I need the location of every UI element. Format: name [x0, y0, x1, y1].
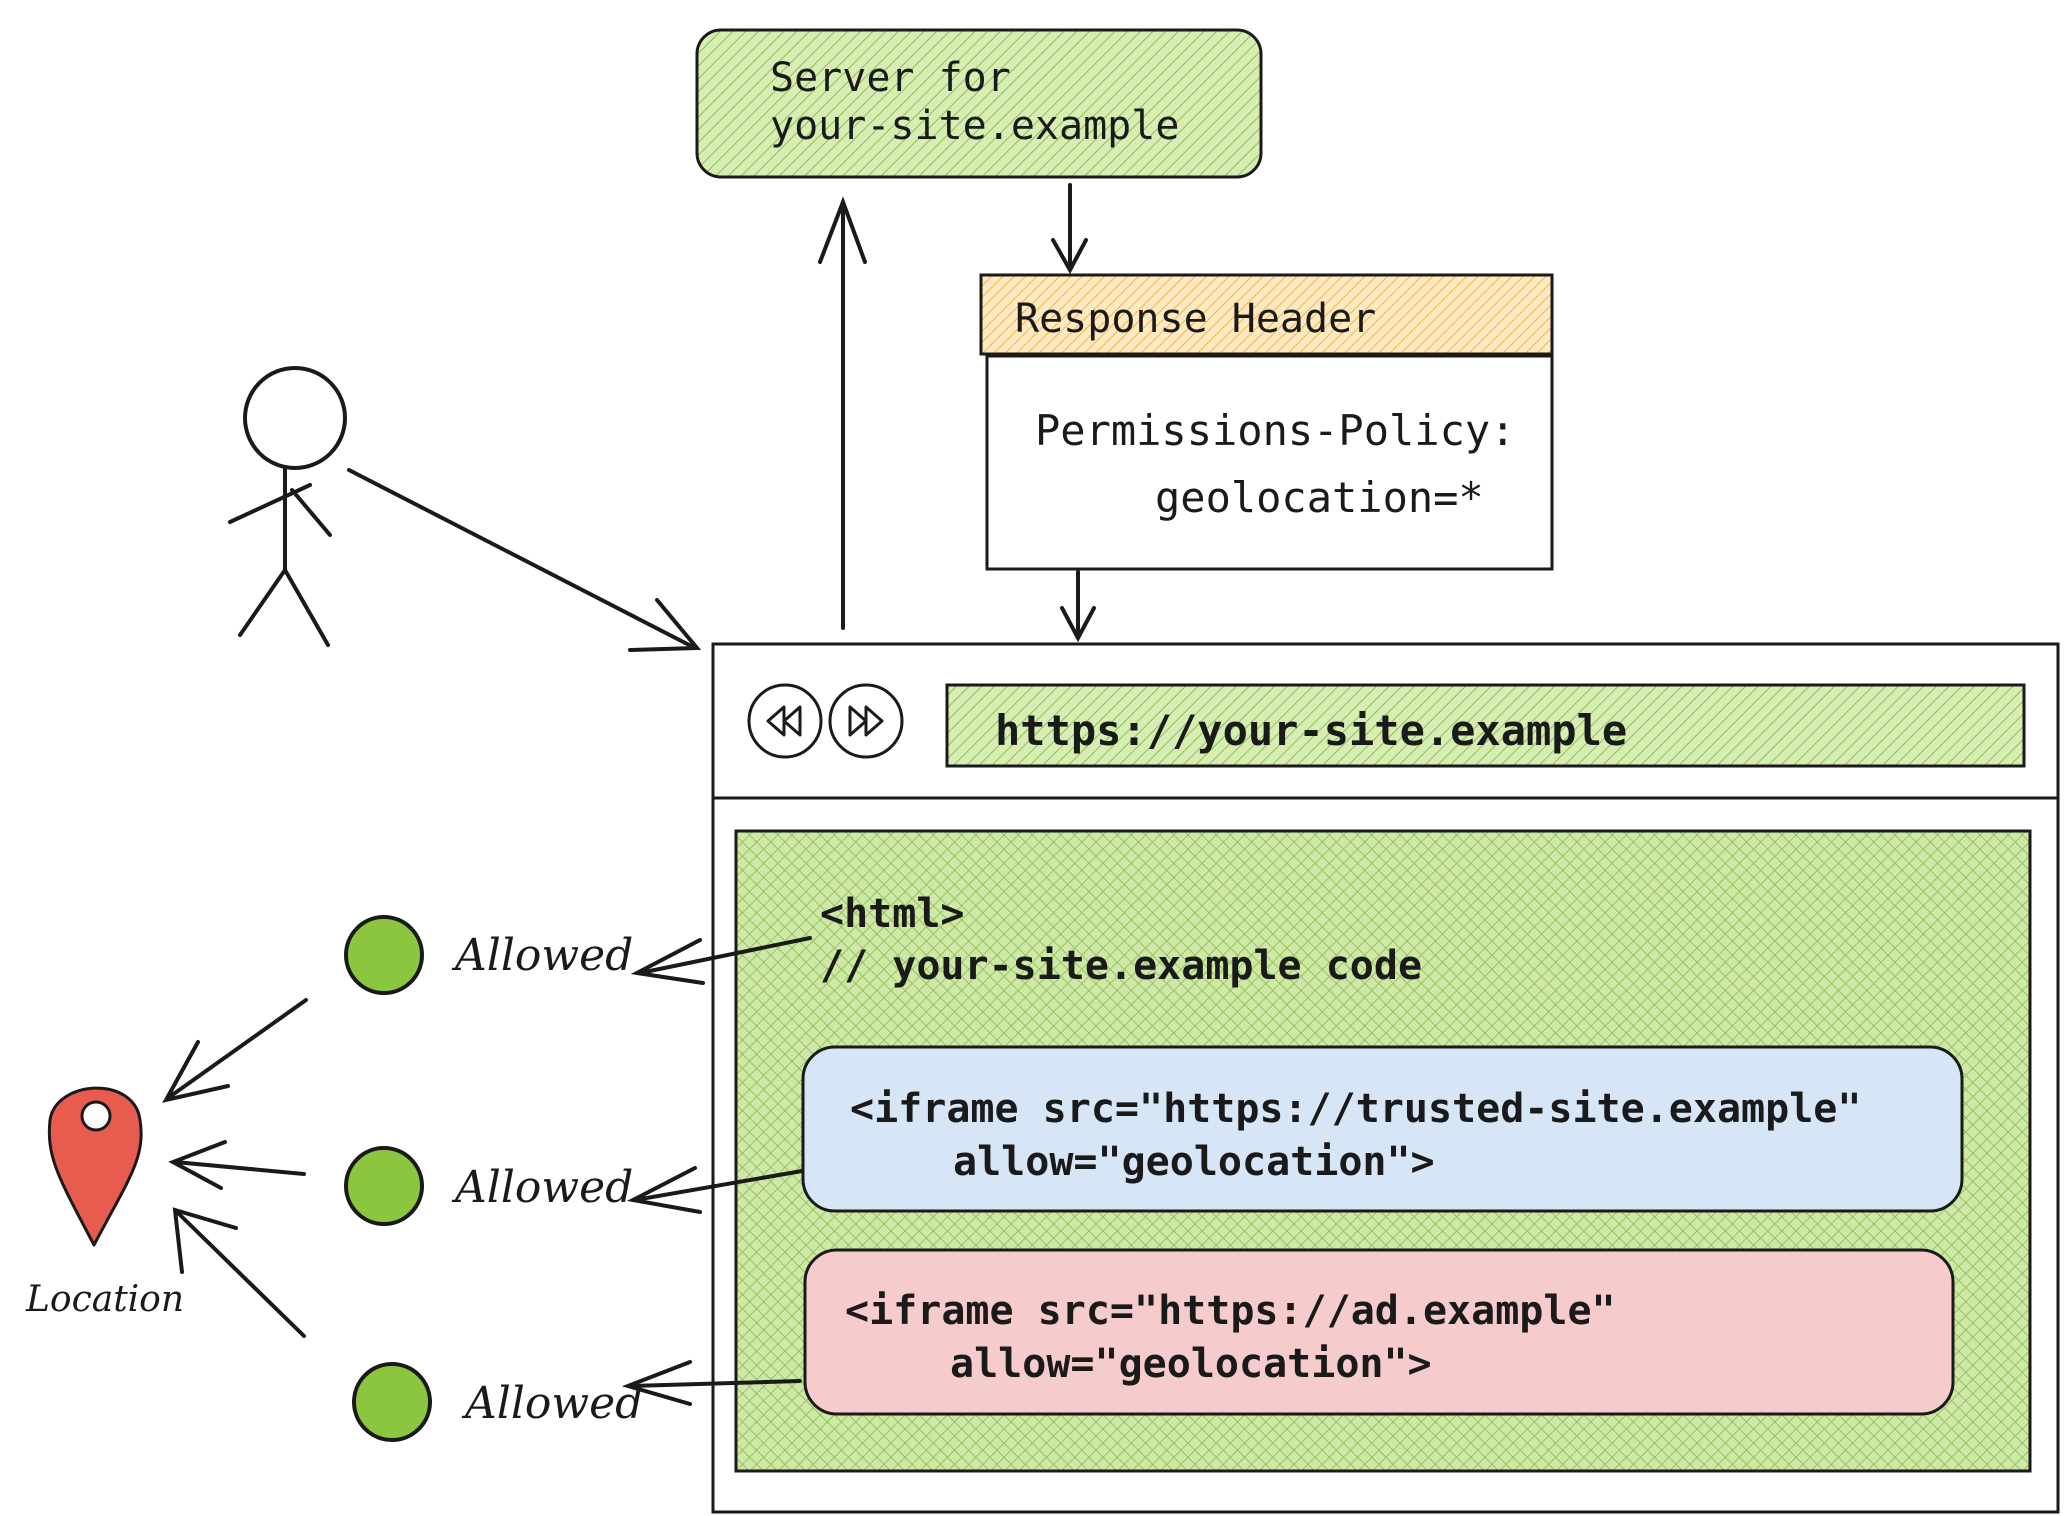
- location-pin-icon: [47, 1086, 143, 1247]
- status-dot-1-icon: [344, 915, 424, 995]
- code-html-tag: <html>: [820, 891, 965, 937]
- arrow-header-to-browser: [1060, 570, 1096, 643]
- iframe-trusted-line-1: <iframe src="https://trusted-site.exampl…: [850, 1086, 1862, 1132]
- response-header-policy-name: Permissions-Policy:: [1035, 406, 1516, 455]
- back-button[interactable]: [747, 683, 823, 759]
- arrow-status-3-to-location: [172, 1207, 306, 1338]
- arrow-trusted-to-status-2: [626, 1166, 804, 1214]
- arrow-server-to-header: [1051, 183, 1088, 275]
- arrow-status-2-to-location: [168, 1140, 306, 1190]
- iframe-ad-box: [803, 1248, 1955, 1416]
- code-comment: // your-site.example code: [820, 943, 1423, 989]
- arrow-user-to-browser: [347, 468, 702, 652]
- iframe-trusted-box: [801, 1045, 1964, 1213]
- response-header-title-bar: [979, 273, 1554, 356]
- arrow-html-to-status-1: [630, 936, 812, 985]
- location-label: Location: [26, 1279, 185, 1320]
- status-label-3: Allowed: [465, 1378, 644, 1429]
- response-header-policy-value: geolocation=*: [1155, 473, 1484, 522]
- iframe-ad-line-2: allow="geolocation">: [950, 1341, 1432, 1387]
- user-figure-icon: [228, 366, 347, 647]
- url-text: https://your-site.example: [995, 706, 1628, 755]
- arrow-browser-to-server: [818, 196, 867, 630]
- server-label-line-2: your-site.example: [770, 103, 1180, 149]
- server-box: [695, 28, 1263, 179]
- forward-button[interactable]: [828, 683, 904, 759]
- arrow-status-1-to-location: [162, 998, 308, 1103]
- status-label-2: Allowed: [455, 1162, 634, 1213]
- status-dot-2-icon: [344, 1146, 424, 1226]
- response-header-body: [985, 354, 1554, 571]
- arrow-ad-to-status-3: [621, 1360, 802, 1406]
- status-label-1: Allowed: [455, 930, 634, 981]
- url-bar[interactable]: [945, 683, 2026, 768]
- server-label-line-1: Server for: [770, 55, 1011, 101]
- iframe-trusted-line-2: allow="geolocation">: [953, 1139, 1435, 1185]
- status-dot-3-icon: [352, 1362, 432, 1442]
- response-header-title: Response Header: [1015, 296, 1377, 342]
- iframe-ad-line-1: <iframe src="https://ad.example": [845, 1288, 1616, 1334]
